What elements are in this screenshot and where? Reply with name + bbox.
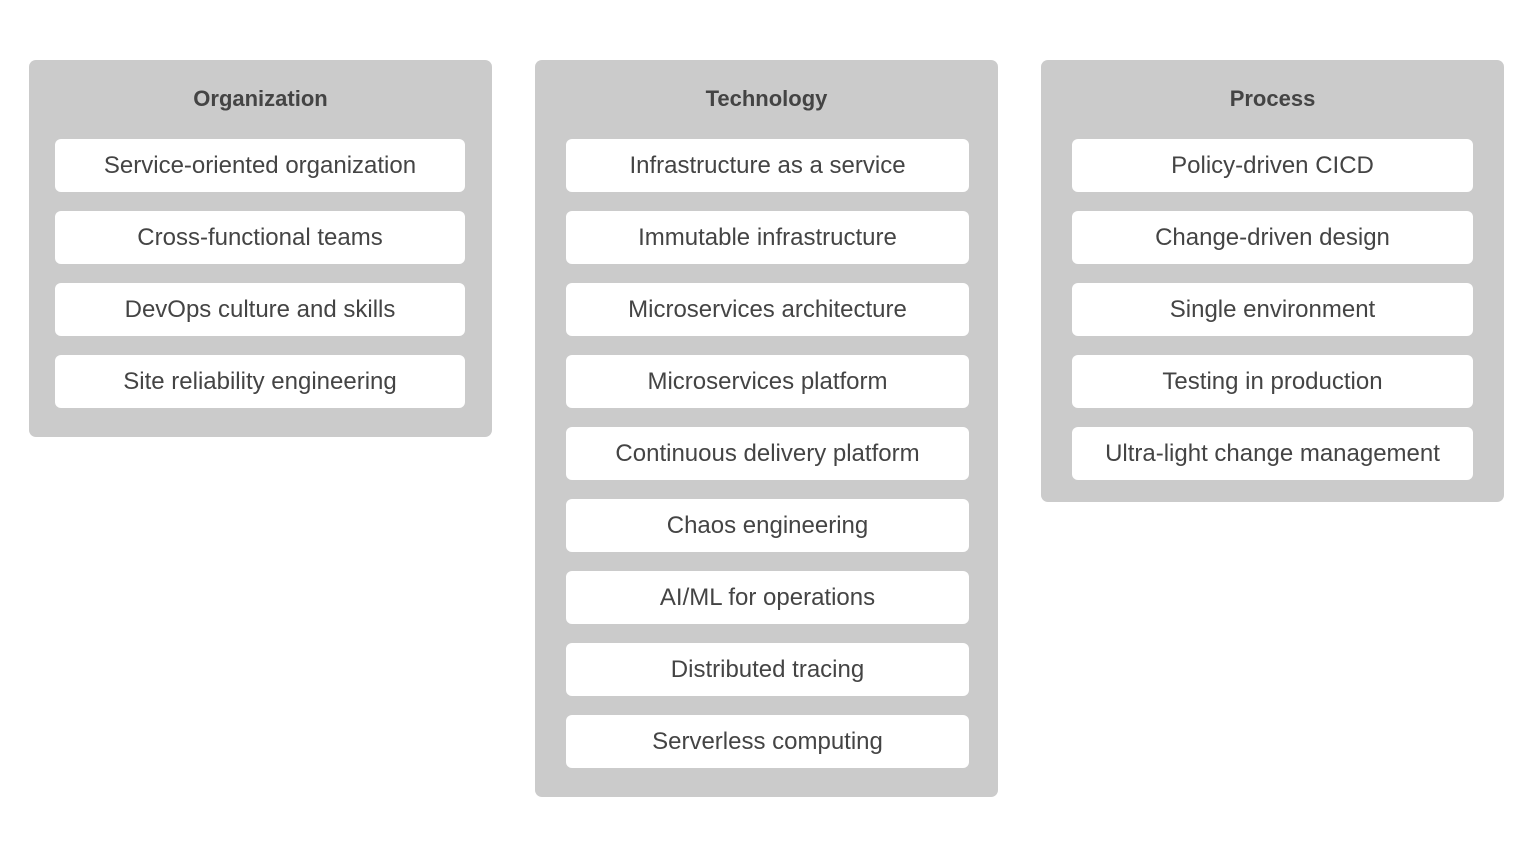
panel-title-organization: Organization [193, 86, 328, 111]
technology-item: Immutable infrastructure [566, 211, 969, 264]
technology-item: Microservices platform [566, 355, 969, 408]
organization-item: DevOps culture and skills [55, 283, 465, 336]
technology-item: Continuous delivery platform [566, 427, 969, 480]
organization-panel: Organization Service-oriented organizati… [29, 60, 492, 437]
process-item: Change-driven design [1072, 211, 1473, 264]
technology-items: Infrastructure as a service Immutable in… [566, 139, 969, 768]
process-item: Ultra-light change management [1072, 427, 1473, 480]
technology-item: Serverless computing [566, 715, 969, 768]
technology-item: AI/ML for operations [566, 571, 969, 624]
process-item: Policy-driven CICD [1072, 139, 1473, 192]
process-item: Single environment [1072, 283, 1473, 336]
technology-item: Microservices architecture [566, 283, 969, 336]
panel-title-technology: Technology [705, 86, 828, 111]
panel-title-process: Process [1229, 86, 1316, 111]
technology-item: Infrastructure as a service [566, 139, 969, 192]
organization-item: Cross-functional teams [55, 211, 465, 264]
technology-item: Distributed tracing [566, 643, 969, 696]
organization-item: Site reliability engineering [55, 355, 465, 408]
organization-items: Service-oriented organization Cross-func… [55, 139, 465, 408]
process-item: Testing in production [1072, 355, 1473, 408]
technology-panel: Technology Infrastructure as a service I… [535, 60, 998, 797]
technology-item: Chaos engineering [566, 499, 969, 552]
process-panel: Process Policy-driven CICD Change-driven… [1041, 60, 1504, 502]
organization-item: Service-oriented organization [55, 139, 465, 192]
process-items: Policy-driven CICD Change-driven design … [1072, 139, 1473, 480]
